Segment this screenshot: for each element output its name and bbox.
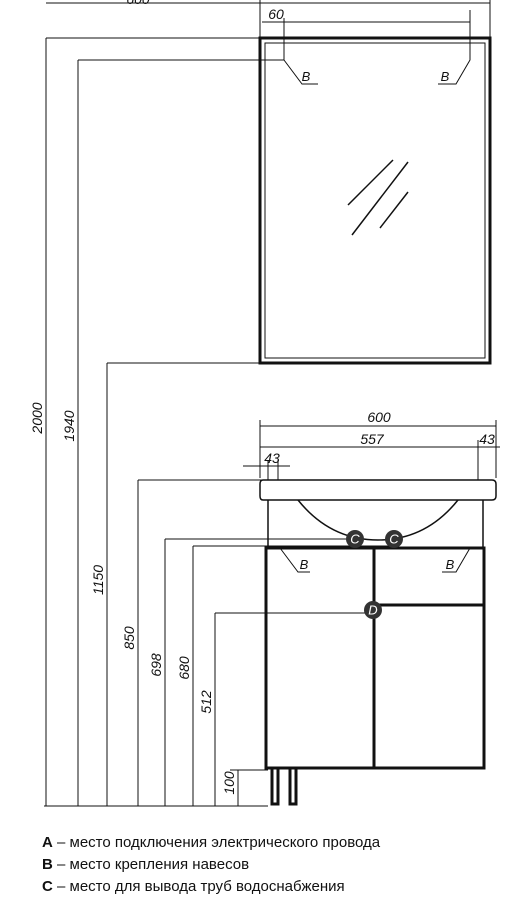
cabinet-hanger-right-label: B (446, 557, 455, 572)
dim-mirror-width-label: 600 (126, 0, 150, 7)
dim-557-label: 557 (360, 431, 385, 447)
svg-text:C: C (350, 532, 360, 547)
glass-reflection-2 (351, 161, 409, 236)
dim-43-right-label: 43 (479, 431, 495, 447)
dim-43-left-label: 43 (264, 450, 280, 466)
legend-item-b: B – место крепления навесов (42, 854, 522, 876)
mirror-hanger-right-label: B (441, 69, 450, 84)
marker-c-right: C (385, 530, 403, 548)
dim-1150-label: 1150 (90, 565, 106, 595)
glass-reflection-1 (347, 159, 394, 206)
dim-2000-label: 2000 (29, 402, 45, 434)
legend-item-a: A – место подключения электрического про… (42, 832, 522, 854)
cabinet-hanger-right-leader (442, 547, 471, 573)
legend-text: – место подключения электрического прово… (57, 834, 381, 851)
cabinet-hanger-left-label: B (300, 557, 309, 572)
cabinet-hanger-left-leader (279, 547, 310, 573)
svg-text:D: D (368, 603, 377, 618)
legend-item-c: C – место для вывода труб водоснабжения (42, 876, 522, 898)
mirror-inner (264, 42, 486, 359)
mirror-hanger-left-leader (283, 44, 318, 85)
leg-left (270, 768, 280, 806)
legend-key: A (42, 834, 53, 851)
legend: A – место подключения электрического про… (42, 832, 522, 898)
mirror-hanger-right-leader (438, 44, 471, 85)
svg-text:C: C (389, 532, 399, 547)
basin-bowl (297, 499, 459, 541)
legend-key: C (42, 878, 53, 895)
dim-60-label: 60 (268, 6, 284, 22)
basin-top (259, 479, 497, 501)
marker-d: D (364, 601, 382, 619)
legend-key: B (42, 856, 53, 873)
dim-512-label: 512 (198, 690, 214, 714)
dim-698-label: 698 (148, 653, 164, 677)
dim-1940-label: 1940 (61, 410, 77, 441)
mirror-hanger-left-label: B (302, 69, 311, 84)
dim-850-label: 850 (121, 626, 137, 650)
marker-c-left: C (346, 530, 364, 548)
legend-text: – место крепления навесов (57, 856, 250, 873)
legend-text: – место для вывода труб водоснабжения (57, 878, 345, 895)
mirror-frame (258, 36, 492, 365)
dim-680-label: 680 (176, 656, 192, 680)
glass-reflection-3 (379, 191, 409, 229)
dim-600-label: 600 (367, 409, 391, 425)
dim-100-label: 100 (221, 771, 237, 795)
leg-right (288, 768, 298, 806)
